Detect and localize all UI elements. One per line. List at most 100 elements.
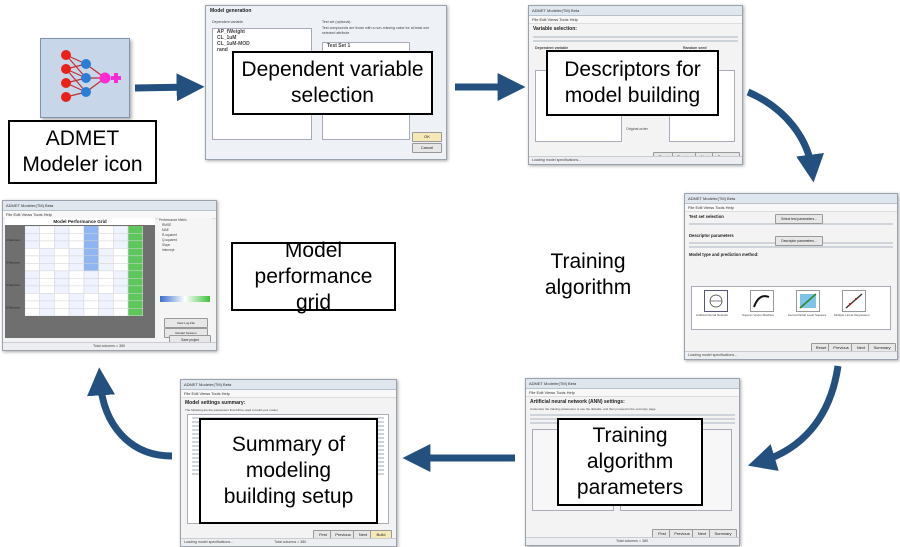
grid-cell[interactable] [54, 300, 69, 309]
grid-cell[interactable] [128, 233, 143, 241]
grid-cell[interactable] [24, 270, 40, 279]
grid-cell[interactable] [98, 255, 114, 264]
grid-cell[interactable] [98, 300, 114, 309]
grid-cell[interactable] [113, 255, 128, 264]
ok-button[interactable]: OK [412, 132, 442, 142]
card-kpls[interactable] [796, 290, 820, 312]
grid-cell[interactable] [128, 300, 143, 309]
grid-cell[interactable] [113, 263, 128, 271]
grid-cell[interactable] [39, 278, 55, 286]
grid-cell[interactable] [113, 308, 128, 316]
grid-cell[interactable] [54, 248, 69, 256]
grid-cell[interactable] [128, 308, 143, 316]
grid-cell[interactable] [69, 308, 84, 316]
grid-cell[interactable] [98, 293, 114, 301]
grid-cell[interactable] [69, 248, 84, 256]
grid-cell[interactable] [83, 270, 99, 279]
metric-option[interactable]: Intercept [162, 248, 175, 252]
grid-cell[interactable] [83, 293, 99, 301]
grid-cell[interactable] [39, 255, 55, 264]
grid-cell[interactable] [83, 308, 99, 316]
testset-item[interactable]: Test Set 1 [327, 43, 351, 49]
dep-item[interactable]: CL_1uM-MOD [217, 41, 250, 47]
grid-cell[interactable] [128, 226, 143, 234]
grid-cell[interactable] [24, 285, 40, 294]
grid-cell[interactable] [113, 248, 128, 256]
grid-cell[interactable] [69, 293, 84, 301]
grid-cell[interactable] [113, 233, 128, 241]
grid-cell[interactable] [98, 285, 114, 294]
grid-cell[interactable] [54, 278, 69, 286]
grid-cell[interactable] [69, 300, 84, 309]
descriptor-parameters-button[interactable]: Descriptor parameters... [775, 236, 823, 246]
grid-cell[interactable] [24, 255, 40, 264]
select-test-parameters-button[interactable]: Select test parameters... [775, 214, 823, 224]
grid-cell[interactable] [24, 293, 40, 301]
metric-option[interactable]: MAE [162, 228, 169, 232]
grid-cell[interactable] [39, 248, 55, 256]
grid-cell[interactable] [24, 263, 40, 271]
grid-cell[interactable] [39, 233, 55, 241]
grid-cell[interactable] [39, 300, 55, 309]
grid-cell[interactable] [98, 248, 114, 256]
grid-cell[interactable] [128, 240, 143, 249]
grid-cell[interactable] [24, 300, 40, 309]
grid-cell[interactable] [98, 263, 114, 271]
grid-cell[interactable] [54, 226, 69, 234]
grid-cell[interactable] [24, 233, 40, 241]
grid-cell[interactable] [98, 270, 114, 279]
grid-cell[interactable] [39, 293, 55, 301]
grid-cell[interactable] [69, 240, 84, 249]
grid-cell[interactable] [83, 285, 99, 294]
grid-cell[interactable] [128, 248, 143, 256]
grid-cell[interactable] [39, 226, 55, 234]
grid-cell[interactable] [83, 278, 99, 286]
grid-cell[interactable] [98, 278, 114, 286]
grid-cell[interactable] [54, 270, 69, 279]
grid-cell[interactable] [24, 226, 40, 234]
grid-cell[interactable] [54, 233, 69, 241]
grid-cell[interactable] [54, 293, 69, 301]
grid-cell[interactable] [128, 293, 143, 301]
grid-cell[interactable] [24, 278, 40, 286]
grid-cell[interactable] [98, 308, 114, 316]
grid-cell[interactable] [39, 270, 55, 279]
grid-cell[interactable] [113, 240, 128, 249]
grid-cell[interactable] [39, 263, 55, 271]
grid-cell[interactable] [54, 308, 69, 316]
grid-cell[interactable] [83, 226, 99, 234]
dep-item[interactable]: rand [217, 47, 228, 53]
card-ann[interactable] [704, 290, 728, 312]
grid-cell[interactable] [54, 263, 69, 271]
grid-cell[interactable] [98, 240, 114, 249]
grid-cell[interactable] [113, 226, 128, 234]
grid-cell[interactable] [128, 270, 143, 279]
grid-cell[interactable] [69, 285, 84, 294]
grid-cell[interactable] [54, 285, 69, 294]
grid-cell[interactable] [24, 248, 40, 256]
metric-option[interactable]: Q-squared [162, 238, 178, 242]
grid-cell[interactable] [83, 240, 99, 249]
grid-cell[interactable] [83, 233, 99, 241]
grid-cell[interactable] [128, 278, 143, 286]
grid-cell[interactable] [69, 270, 84, 279]
metric-option[interactable]: R-squared [162, 233, 177, 237]
grid-cell[interactable] [69, 278, 84, 286]
grid-cell[interactable] [83, 248, 99, 256]
grid-cell[interactable] [69, 226, 84, 234]
grid-cell[interactable] [24, 240, 40, 249]
grid-cell[interactable] [83, 255, 99, 264]
grid-cell[interactable] [24, 308, 40, 316]
grid-cell[interactable] [39, 285, 55, 294]
card-mlr[interactable] [842, 290, 866, 312]
grid-cell[interactable] [83, 300, 99, 309]
metric-option[interactable]: Slope [162, 243, 171, 247]
grid-cell[interactable] [98, 233, 114, 241]
grid-cell[interactable] [54, 240, 69, 249]
grid-cell[interactable] [113, 270, 128, 279]
dep-item[interactable]: AP_fWeight [217, 29, 245, 35]
grid-cell[interactable] [98, 226, 114, 234]
grid-cell[interactable] [39, 308, 55, 316]
grid-cell[interactable] [69, 233, 84, 241]
